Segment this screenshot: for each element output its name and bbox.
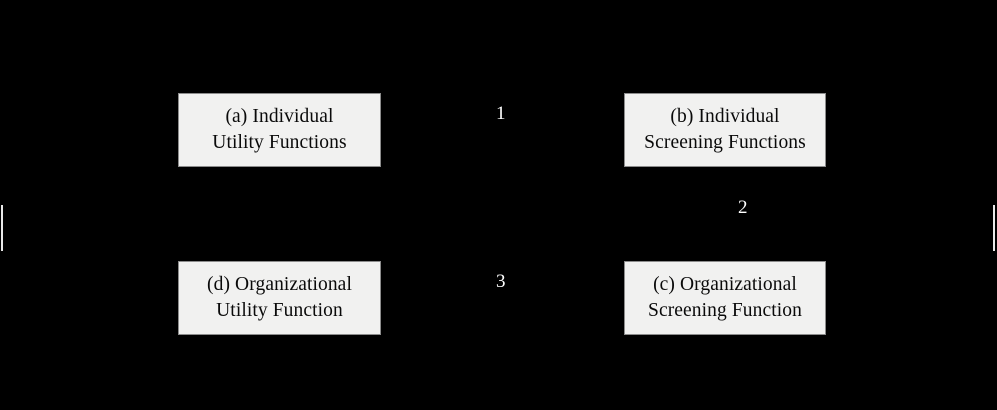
node-d-line-2: Utility Function [216,300,343,321]
edge-label-3: 3 [496,271,506,292]
node-box-d: (d) Organizational Utility Function [178,261,381,335]
node-box-a: (a) Individual Utility Functions [178,93,381,167]
node-box-c: (c) Organizational Screening Function [624,261,826,335]
node-c-line-2: Screening Function [648,300,802,321]
left-connector-stub [1,205,3,251]
node-c-line-1: (c) Organizational [653,274,797,296]
node-box-b: (b) Individual Screening Functions [624,93,826,167]
node-d-line-1: (d) Organizational [207,274,352,296]
node-b-line-1: (b) Individual [670,106,780,128]
edge-label-1: 1 [496,103,506,124]
node-b-line-2: Screening Functions [644,132,806,153]
right-connector-stub [993,205,995,251]
edge-label-2: 2 [738,197,748,218]
node-a-line-1: (a) Individual [225,106,334,128]
node-a-line-2: Utility Functions [212,132,347,153]
